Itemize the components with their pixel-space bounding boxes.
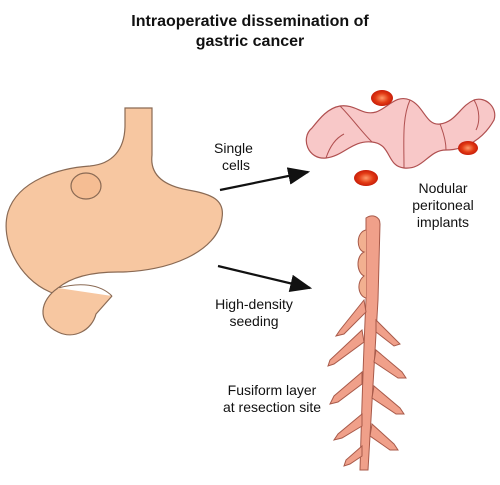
implant-nodule: [371, 90, 393, 106]
arrow-to-resection-site: [217, 264, 313, 292]
stomach-illustration: [5, 107, 223, 336]
peritoneum-illustration: [327, 215, 407, 471]
arrow-to-implants: [219, 167, 311, 192]
implant-nodule: [458, 141, 478, 155]
label-nodular-line-3: implants: [416, 214, 470, 230]
label-nodular-line-1: Nodular: [418, 180, 468, 196]
stomach-body: [5, 107, 223, 334]
label-nodular-line-2: peritoneal: [412, 197, 474, 213]
gastric-tumor: [70, 172, 102, 200]
label-fusiform-line-2: at resection site: [222, 399, 322, 415]
implant-nodule: [354, 170, 378, 186]
diagram-title-line-2: gastric cancer: [195, 33, 305, 50]
label-high-density-line-1: High-density: [215, 296, 293, 312]
stomach-inner-curve: [57, 284, 113, 297]
label-high-density-line-2: seeding: [229, 313, 279, 329]
intestine-illustration: [305, 98, 496, 169]
diagram-title-line-1: Intraoperative dissemination of: [131, 13, 369, 30]
label-single-cells-line-2: cells: [222, 157, 251, 173]
label-fusiform-line-1: Fusiform layer: [227, 382, 317, 398]
label-single-cells-line-1: Single: [214, 140, 253, 156]
duodenum: [42, 287, 113, 336]
